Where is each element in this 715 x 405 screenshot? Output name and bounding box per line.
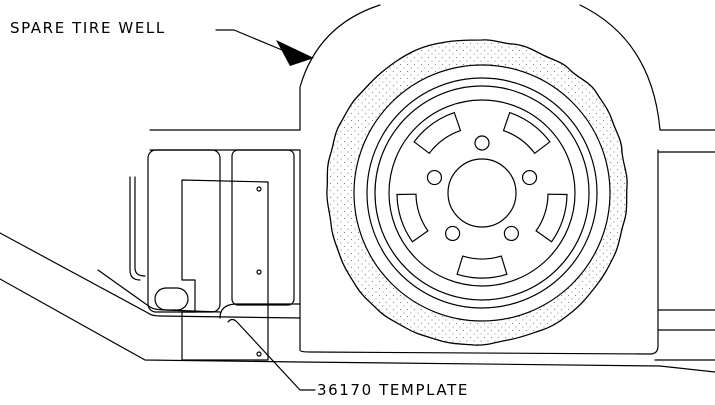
left-raised-pad	[147, 149, 221, 313]
lug-hole	[445, 225, 461, 242]
template-label: 36170 TEMPLATE	[317, 381, 469, 399]
vent-slots	[396, 111, 568, 279]
vent-slot	[396, 193, 429, 243]
template-outline	[181, 179, 269, 361]
lug-hole	[521, 169, 538, 186]
template-leader-line	[227, 318, 316, 391]
spare-tire-well-outline	[299, 4, 715, 355]
lug-hole	[426, 169, 443, 186]
lug-holes	[426, 135, 538, 242]
spare-tire	[326, 39, 628, 346]
left-panel-lines	[97, 129, 301, 319]
template-hole	[256, 351, 262, 357]
rim-inner	[374, 85, 590, 301]
template-hole	[256, 269, 262, 275]
lug-hole	[503, 225, 519, 242]
hub-center-bore	[447, 158, 517, 228]
template-hole	[256, 186, 262, 192]
vent-slot	[502, 111, 551, 155]
vent-slot	[413, 111, 462, 155]
wheel-disc	[388, 99, 576, 287]
rim-outer	[366, 77, 598, 309]
tire-tread	[326, 39, 628, 346]
lug-hole	[474, 135, 490, 151]
right-raised-pad	[231, 149, 295, 306]
spare-tire-arrow-icon	[276, 40, 314, 66]
vent-slot	[456, 255, 508, 279]
spare-tire-well-label: SPARE TIRE WELL	[10, 19, 166, 37]
tire-sidewall-inner	[353, 64, 611, 322]
access-hole	[154, 287, 189, 311]
trunk-body-outline	[0, 232, 715, 373]
vent-slot	[535, 193, 568, 243]
spare-tire-leader-line	[215, 29, 283, 51]
